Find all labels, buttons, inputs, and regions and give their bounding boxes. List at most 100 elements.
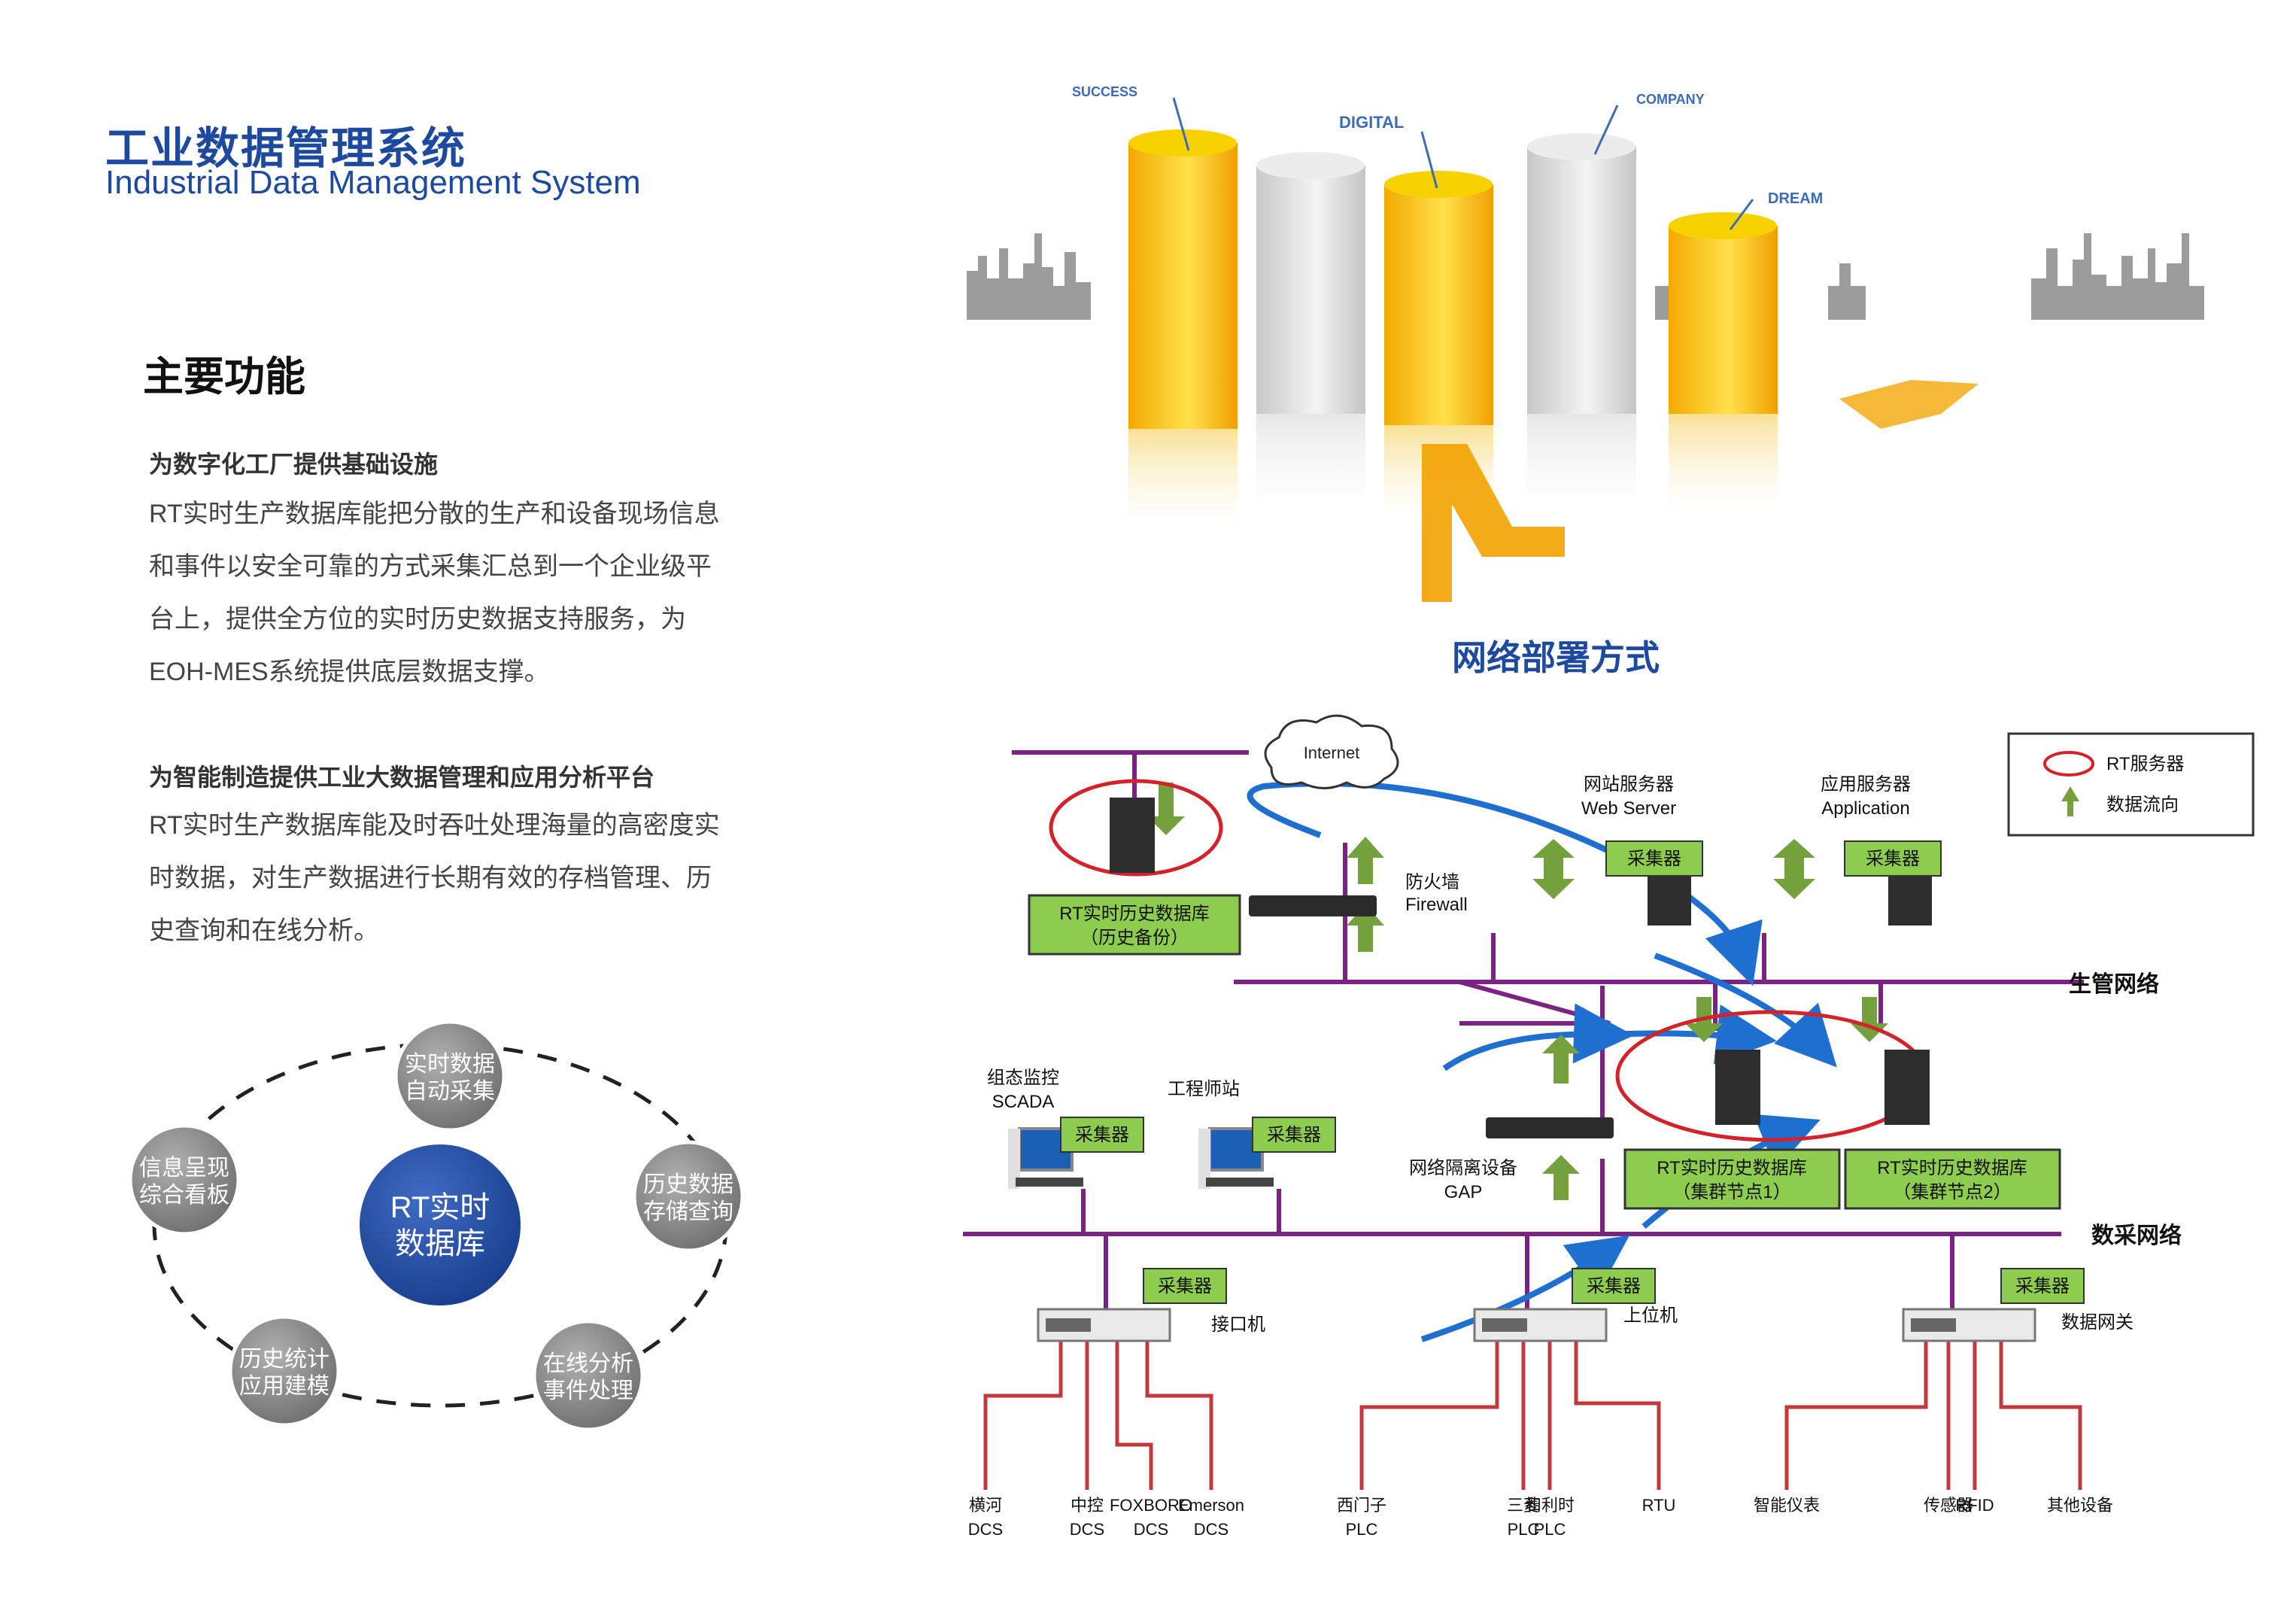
flow-arrow-bidirectional — [1773, 839, 1815, 899]
cycle-node-line: 存储查询 — [643, 1199, 733, 1224]
legend-server-label: RT服务器 — [2106, 754, 2185, 774]
legend-arrow-icon — [2061, 786, 2079, 816]
device-labels: 横河DCS中控DCSFOXBORODCSEmersonDCS西门子PLC三菱PL… — [968, 1496, 2113, 1539]
cluster1-db-line: RT实时历史数据库 — [1657, 1158, 1807, 1178]
hero-label: COMPANY — [1636, 92, 1705, 107]
device-label: DCS — [1134, 1520, 1168, 1539]
server-tower-icon — [1884, 1050, 1930, 1125]
rt-server-ring — [1049, 779, 1223, 877]
chevron-shape-3d — [1839, 380, 1979, 429]
legend: RT服务器 数据流向 — [2007, 732, 2255, 837]
device-label: PLC — [1346, 1520, 1378, 1539]
device-label: FOXBORO — [1110, 1496, 1192, 1515]
feature-line: 和事件以安全可靠的方式采集汇总到一个企业级平 — [149, 552, 712, 581]
device-label: RFID — [1955, 1496, 1994, 1515]
device-label: DCS — [1070, 1520, 1104, 1539]
internet-label: Internet — [1304, 743, 1360, 762]
cycle-node-line: 事件处理 — [543, 1378, 633, 1403]
backup-db-line: （历史备份） — [1080, 928, 1189, 948]
cluster1-db-line: （集群节点1） — [1672, 1182, 1790, 1202]
feature-line: RT实时生产数据库能及时吞吐处理海量的高密度实 — [149, 811, 720, 840]
cycle-node-line: 历史数据 — [643, 1172, 733, 1197]
rack-interface-icon — [1037, 1308, 1171, 1342]
device-label: DCS — [968, 1520, 1003, 1539]
collector-label: 采集器 — [1587, 1276, 1641, 1296]
web-server-label: 网站服务器 — [1584, 774, 1674, 795]
web-server-label: Web Server — [1581, 798, 1676, 819]
cylinder-2 — [1256, 152, 1365, 527]
eng-station-label: 工程师站 — [1168, 1079, 1240, 1099]
device-label: 三菱 — [1507, 1496, 1540, 1515]
hero-label: SUCCESS — [1072, 84, 1137, 99]
app-server-label: Application — [1821, 798, 1909, 819]
hero-illustration: SUCCESS DIGITAL COMPANY DREAM — [967, 84, 2204, 602]
rack-host-icon — [1473, 1308, 1608, 1342]
device-label: 中控 — [1071, 1496, 1104, 1515]
function-cycle-diagram: RT实时 数据库 实时数据 自动采集 历史数据 存储查询 在线分析 事件处理 历… — [128, 1020, 745, 1432]
device-label: 传感器 — [1924, 1496, 1973, 1515]
scada-label: SCADA — [992, 1092, 1055, 1112]
device-label: 西门子 — [1337, 1496, 1386, 1515]
server-tower-icon — [1715, 1050, 1760, 1125]
cylinder-4 — [1527, 133, 1636, 527]
firewall-label: Firewall — [1405, 895, 1468, 915]
feature-line: 台上，提供全方位的实时历史数据支持服务，为 — [149, 605, 686, 634]
flow-arrow-down — [1147, 783, 1185, 835]
flow-arrow-up — [1542, 1155, 1580, 1200]
flow-arrow-up — [1347, 837, 1384, 884]
hero-label: DREAM — [1768, 190, 1823, 207]
feature-line: 时数据，对生产数据进行长期有效的存档管理、历 — [149, 864, 712, 892]
cycle-node-1: 实时数据 自动采集 — [393, 1020, 506, 1132]
app-server-label: 应用服务器 — [1821, 774, 1911, 795]
collector-label: 采集器 — [1627, 849, 1681, 869]
cycle-node-line: 信息呈现 — [139, 1156, 229, 1181]
feature-line: RT实时生产数据库能把分散的生产和设备现场信息 — [149, 500, 720, 528]
feature-paragraph-2: RT实时生产数据库能及时吞吐处理海量的高密度实 时数据，对生产数据进行长期有效的… — [149, 799, 736, 957]
firewall-device-icon — [1249, 895, 1377, 916]
acq-net-label: 数采网络 — [2091, 1223, 2182, 1248]
flow-arrow-bidirectional — [1532, 839, 1575, 899]
collector-label: 采集器 — [1075, 1125, 1129, 1145]
cycle-node-line: 在线分析 — [543, 1351, 633, 1376]
cluster2-db-line: （集群节点2） — [1893, 1182, 2011, 1202]
cycle-node-line: 历史统计 — [239, 1347, 330, 1372]
cylinder-5 — [1669, 212, 1778, 527]
rack-gateway-icon — [1902, 1308, 2036, 1342]
backup-db-line: RT实时历史数据库 — [1059, 904, 1210, 924]
cycle-node-3: 在线分析 事件处理 — [532, 1319, 645, 1432]
device-label: RTU — [1642, 1496, 1676, 1515]
cycle-node-line: 应用建模 — [239, 1374, 330, 1399]
feature-heading-2: 为智能制造提供工业大数据管理和应用分析平台 — [149, 764, 655, 791]
gap-device-icon — [1486, 1117, 1614, 1138]
gap-label: 网络隔离设备 — [1409, 1158, 1517, 1178]
prod-net-label: 生管网络 — [2069, 971, 2159, 997]
device-label: 智能仪表 — [1754, 1496, 1820, 1515]
collector-label: 采集器 — [1158, 1276, 1212, 1296]
flow-arrow-up — [1542, 1035, 1580, 1084]
network-diagram: Internet 采集器 采集器 采集器 采集器 采集器 采集器 采集器 RT实… — [963, 714, 2255, 1539]
collector-label: 采集器 — [1267, 1125, 1321, 1145]
network-title: 网络部署方式 — [1452, 638, 1660, 677]
cycle-center: RT实时 数据库 — [355, 1140, 525, 1310]
host-machine-label: 上位机 — [1623, 1305, 1678, 1326]
interface-machine-label: 接口机 — [1211, 1315, 1265, 1335]
feature-heading-1: 为数字化工厂提供基础设施 — [149, 451, 439, 478]
hero-label: DIGITAL — [1339, 113, 1404, 132]
gap-label: GAP — [1444, 1182, 1483, 1202]
cycle-node-line: 实时数据 — [405, 1052, 495, 1077]
hero-callouts: SUCCESS DIGITAL COMPANY DREAM — [1072, 84, 1823, 230]
cycle-center-line: 数据库 — [395, 1227, 485, 1260]
firewall-label: 防火墙 — [1405, 872, 1459, 892]
rt-server-ring — [1615, 1010, 1928, 1142]
legend-ring-icon — [2043, 751, 2094, 777]
device-label: 其他设备 — [2047, 1496, 2113, 1515]
page-subtitle: Industrial Data Management System — [105, 164, 641, 201]
scada-label: 组态监控 — [987, 1068, 1059, 1088]
server-towers — [1110, 798, 1932, 1125]
legend-flow-label: 数据流向 — [2106, 795, 2179, 815]
cycle-node-line: 自动采集 — [405, 1079, 495, 1104]
collector-label: 采集器 — [1866, 849, 1920, 869]
cluster2-db-line: RT实时历史数据库 — [1877, 1158, 2027, 1178]
section-title: 主要功能 — [143, 354, 305, 400]
cycle-node-4: 历史统计 应用建模 — [228, 1315, 341, 1427]
